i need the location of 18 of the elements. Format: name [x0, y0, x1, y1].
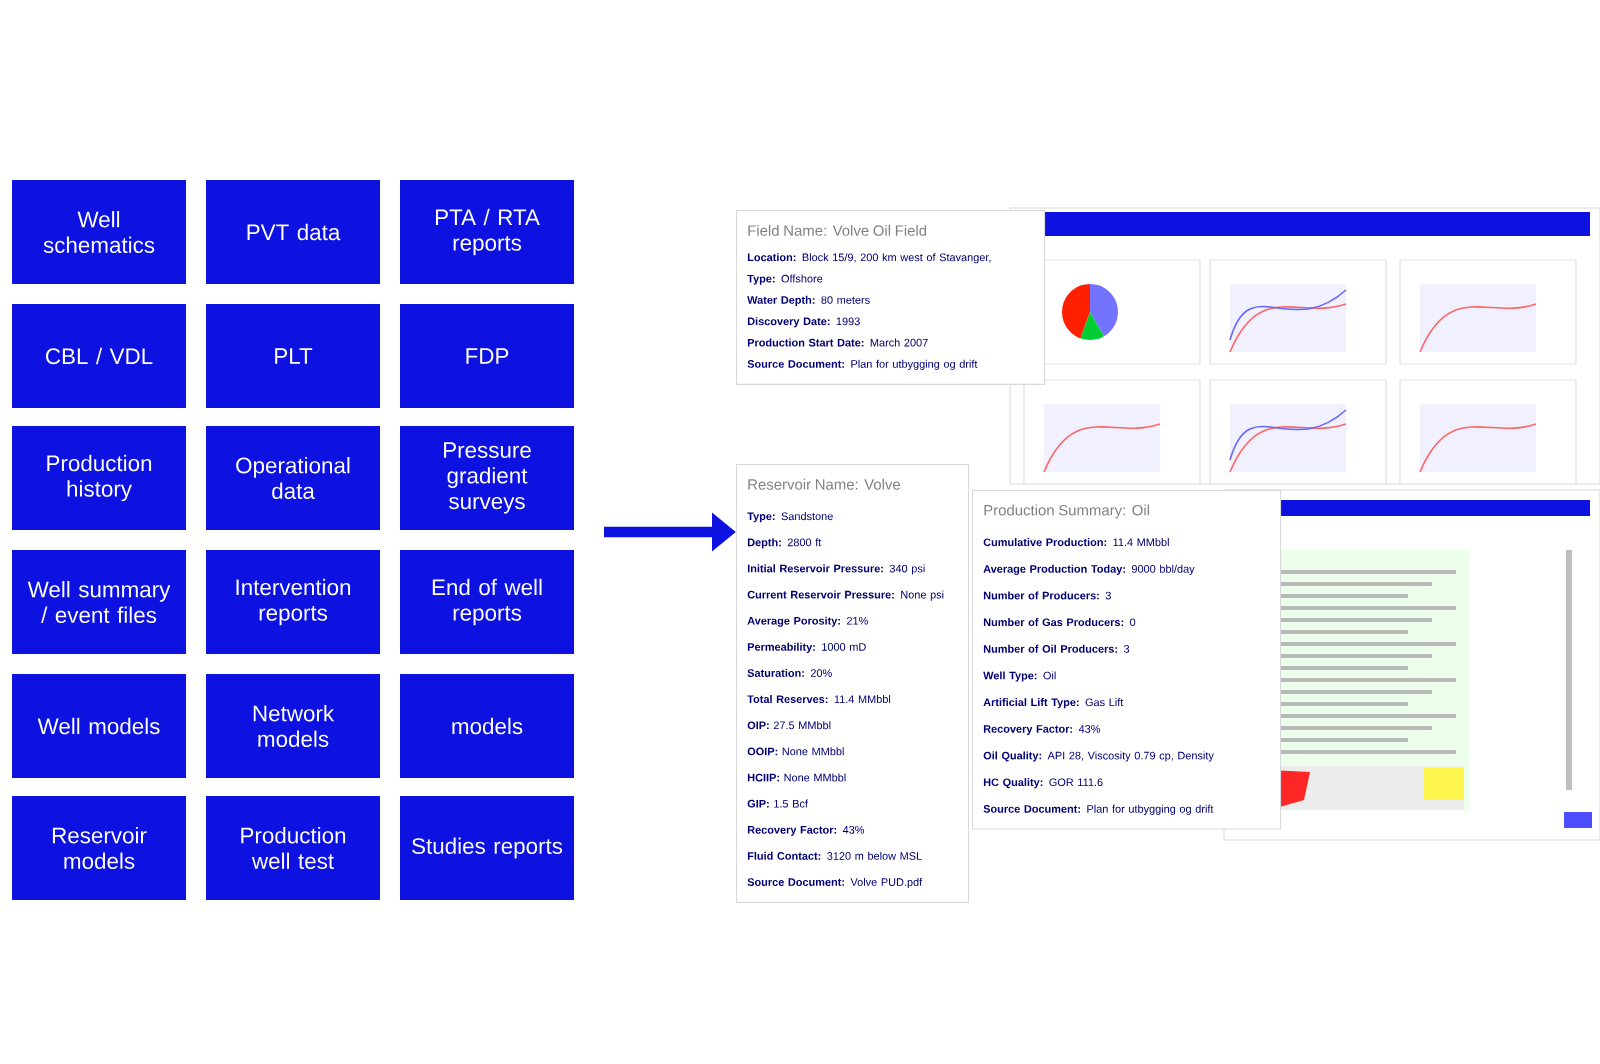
source-box: Production history	[12, 426, 186, 530]
source-box: Studies reports	[400, 796, 574, 900]
source-box: Operational data	[206, 426, 380, 530]
source-box: CBL / VDL	[12, 304, 186, 408]
source-box: Intervention reports	[206, 550, 380, 654]
source-box: models	[400, 674, 574, 778]
source-box: Reservoir models	[12, 796, 186, 900]
source-box: Network models	[206, 674, 380, 778]
source-box: PVT data	[206, 180, 380, 284]
source-box: PLT	[206, 304, 380, 408]
source-box: FDP	[400, 304, 574, 408]
source-box: Well schematics	[12, 180, 186, 284]
source-box: Production well test	[206, 796, 380, 900]
source-box: Well summary / event files	[12, 550, 186, 654]
source-box: Pressure gradient surveys	[400, 426, 574, 530]
source-box: End of well reports	[400, 550, 574, 654]
source-box: Well models	[12, 674, 186, 778]
source-box: PTA / RTA reports	[400, 180, 574, 284]
